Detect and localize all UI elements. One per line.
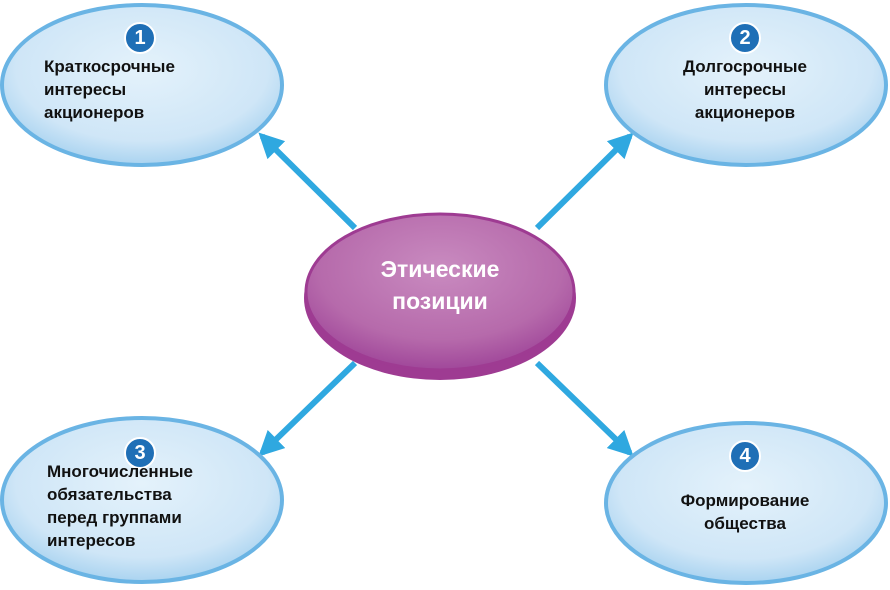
arrow-to-node-4 (534, 360, 634, 457)
node-1-ellipse (0, 3, 284, 167)
node-4-label: Формирование общества (680, 491, 810, 533)
node-1-number-badge: 1 (124, 22, 156, 54)
node-2-ellipse (604, 3, 888, 167)
node-4-number-badge: 4 (729, 440, 761, 472)
arrow-to-node-2 (534, 132, 634, 231)
node-2-label: Долгосрочные интересы акционеров (682, 57, 807, 122)
node-3-label: Многочисленные обязательства перед групп… (47, 462, 193, 550)
center-label: Этические позиции (380, 256, 500, 314)
center-ellipse (304, 212, 576, 372)
node-3-ellipse (0, 416, 284, 584)
node-1-label: Краткосрочные интересы акционеров (44, 57, 175, 122)
node-4-ellipse (604, 421, 888, 585)
node-2-number-badge: 2 (729, 22, 761, 54)
arrow-to-node-1 (258, 132, 358, 231)
arrow-to-node-3 (258, 360, 358, 457)
node-3-number-badge: 3 (124, 437, 156, 469)
